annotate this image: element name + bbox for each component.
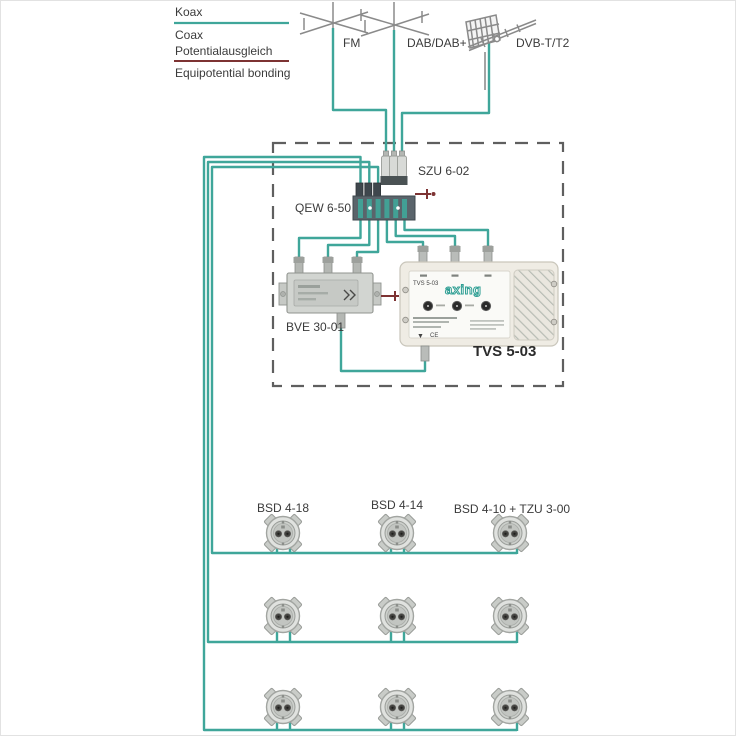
coax-riser-row2	[206, 160, 517, 644]
dab-antenna-icon	[360, 2, 430, 37]
tvs-top-connectors	[417, 245, 494, 264]
antenna-outlet	[490, 513, 530, 553]
ce-mark: CE	[430, 333, 438, 339]
coax-riser-row1	[210, 165, 517, 555]
outlet-label-bsd-4-14: BSD 4-14	[371, 498, 423, 512]
bonding-connection-qew	[415, 189, 436, 199]
dvbt-antenna-label: DVB-T/T2	[516, 36, 570, 50]
tvs-arrow-mark: ▼	[417, 333, 424, 340]
tvs-label: TVS 5-03	[473, 343, 536, 360]
splitter-bve	[278, 256, 382, 329]
coax-dvbt-downlead	[400, 42, 491, 160]
szu-label: SZU 6-02	[418, 164, 470, 178]
legend: Koax Coax Potentialausgleich Equipotenti…	[174, 5, 290, 80]
coax-outlet-stubs-row1	[275, 546, 519, 554]
bve-chevron-mark	[343, 289, 356, 301]
antenna-outlet	[377, 513, 417, 553]
tvs-screw	[402, 316, 409, 324]
qew-screw	[396, 206, 400, 210]
fm-antenna-icon	[299, 2, 369, 35]
coax-outlet-stubs-row3	[275, 721, 519, 731]
antenna-outlet	[377, 687, 417, 727]
coax-riser-row3	[202, 155, 517, 732]
bve-top-connectors	[293, 256, 363, 275]
antenna-outlet	[263, 513, 303, 553]
axing-logo: axing	[445, 282, 481, 297]
qew-label: QEW 6-50	[295, 201, 351, 215]
antenna-outlet	[263, 596, 303, 636]
antenna-outlet	[490, 687, 530, 727]
tvs-screw	[402, 286, 409, 294]
outlet-row-2	[263, 596, 530, 636]
coax-tvs-to-bve	[339, 327, 427, 373]
coax-cables	[202, 28, 519, 732]
coax-qew-to-tvs-2	[394, 214, 457, 249]
coax-fm-downlead	[331, 28, 388, 160]
legend-equipotential-label: Equipotential bonding	[175, 66, 290, 80]
antenna-outlet	[377, 596, 417, 636]
szu-module	[388, 150, 400, 185]
qew-screw	[368, 206, 372, 210]
szu-module	[396, 150, 408, 185]
coax-qew-to-tvs-1	[385, 214, 425, 249]
surge-protector-szu-group	[380, 150, 408, 185]
tvs-knobs	[422, 300, 492, 312]
antenna-outlet	[263, 687, 303, 727]
antenna-outlet	[490, 596, 530, 636]
szu-module	[380, 150, 392, 185]
bve-label: BVE 30-01	[286, 320, 344, 334]
coax-qew-to-tvs-3	[403, 214, 490, 249]
legend-coax-label: Coax	[175, 28, 203, 42]
coax-outlet-stubs-row2	[275, 630, 519, 643]
outlet-row-3	[263, 687, 530, 727]
outlet-label-bsd-4-18: BSD 4-18	[257, 501, 309, 515]
dab-antenna-label: DAB/DAB+	[407, 36, 467, 50]
tvs-screw	[550, 280, 558, 288]
outlet-row-1: BSD 4-18 BSD 4-14 BSD 4-10 + TZU 3-00	[257, 498, 570, 553]
legend-potentialausgleich-label: Potentialausgleich	[175, 44, 272, 58]
coax-qew-to-bve-1	[297, 214, 362, 260]
tvs-output-connector	[420, 345, 430, 362]
legend-koax-label: Koax	[175, 5, 202, 19]
dvbt-antenna-icon	[465, 14, 537, 90]
dashed-installation-box	[271, 141, 565, 388]
tvs-face-model: TVS 5-03	[413, 281, 439, 287]
bve-output-connector	[336, 312, 346, 329]
amplifier-tvs: TVS 5-03 axing ▼ CE	[399, 245, 559, 362]
coax-qew-to-bve-2	[326, 214, 371, 260]
fm-antenna-label: FM	[343, 36, 360, 50]
outlet-label-bsd-4-10-tzu: BSD 4-10 + TZU 3-00	[454, 502, 570, 516]
coax-qew-to-bve-3	[355, 214, 380, 260]
earth-rail-qew	[352, 182, 416, 221]
tvs-screw	[550, 318, 558, 326]
